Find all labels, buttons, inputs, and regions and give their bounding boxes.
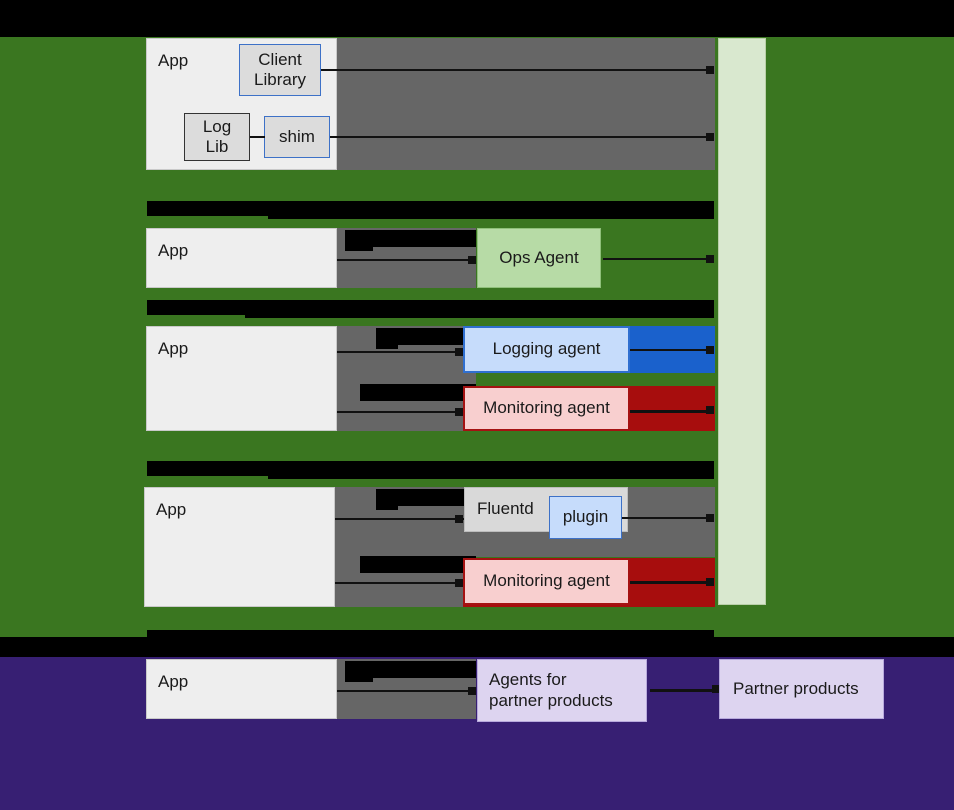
row3-app-label: App: [158, 339, 189, 358]
client-library-box[interactable]: Client Library: [239, 44, 321, 96]
redaction-label-ops-pipe: [345, 230, 476, 247]
arrowhead-shim-out: [706, 133, 714, 141]
log-lib-box[interactable]: Log Lib: [184, 113, 250, 161]
arrowhead-logging-agent-out: [706, 346, 714, 354]
connector-client-library-out: [321, 69, 711, 71]
log-lib-label: Log Lib: [202, 116, 232, 156]
redaction-label-partner-pipe: [345, 661, 476, 678]
connector-loglib-shim: [250, 136, 265, 138]
plugin-box[interactable]: plugin: [549, 496, 622, 539]
connector-row3-monitoring-in: [337, 411, 469, 413]
row1-pipeline-block: [337, 38, 715, 170]
arrowhead-row4-monitoring-in: [455, 579, 463, 587]
monitoring-agent-label: Monitoring agent: [483, 398, 610, 418]
redaction-bar-section-2-lower: [268, 213, 714, 219]
arrowhead-row4-fluentd-in: [455, 515, 463, 523]
connector-ops-agent-out: [603, 258, 711, 260]
redaction-bar-section-3-upper: [147, 300, 714, 315]
arrowhead-monitoring-agent-out: [706, 406, 714, 414]
redaction-label-partner-pipe-tail: [345, 676, 373, 682]
ops-agent-box[interactable]: Ops Agent: [477, 228, 601, 288]
redaction-label-logging-pipe-tail: [376, 343, 398, 349]
redaction-label-fluentd-monitoring-pipe: [360, 556, 476, 573]
arrowhead-row4-monitoring-out: [706, 578, 714, 586]
connector-row5-app-out: [337, 690, 472, 692]
ops-agent-label: Ops Agent: [499, 247, 579, 267]
row2-app-label: App: [158, 241, 189, 260]
arrowhead-client-library-out: [706, 66, 714, 74]
top-black-band: [0, 0, 954, 37]
monitoring-agent-label-2: Monitoring agent: [483, 571, 610, 591]
redaction-label-fluentd-pipe-tail: [376, 504, 398, 510]
arrowhead-partner-agents-out: [712, 685, 720, 693]
row5-app-label: App: [158, 672, 189, 691]
monitoring-agent-box-2[interactable]: Monitoring agent: [463, 558, 630, 605]
row5-app-box: App: [146, 659, 337, 719]
connector-monitoring-agent-out: [630, 410, 711, 413]
connector-row4-monitoring-in: [335, 582, 467, 584]
arrowhead-ops-agent-out: [706, 255, 714, 263]
connector-row3-logging-in: [337, 351, 469, 353]
arrowhead-row5-app-out: [468, 687, 476, 695]
redaction-bar-section-4-upper: [147, 461, 714, 476]
logging-agent-label: Logging agent: [492, 339, 601, 359]
connector-row4-monitoring-out: [630, 581, 711, 584]
connector-partner-agents-out: [650, 689, 718, 692]
connector-row2-app-out: [337, 259, 472, 261]
redaction-bar-section-4-lower: [268, 473, 714, 479]
partner-agents-box[interactable]: Agents for partner products: [477, 659, 647, 722]
redaction-bar-section-2-upper: [147, 201, 714, 216]
destination-panel: [718, 38, 766, 605]
row1-app-label: App: [158, 51, 189, 70]
redaction-label-ops-pipe-tail: [345, 245, 373, 251]
row2-app-box: App: [146, 228, 337, 288]
row4-app-box: App: [144, 487, 335, 607]
arrowhead-row2-app-out: [468, 256, 476, 264]
client-library-label: Client Library: [254, 49, 306, 89]
partner-products-label: Partner products: [733, 678, 859, 698]
fluentd-label: Fluentd: [477, 499, 534, 519]
shim-box[interactable]: shim: [264, 116, 330, 158]
logging-agent-box[interactable]: Logging agent: [463, 326, 630, 373]
connector-row4-fluentd-in: [335, 518, 467, 520]
row3-app-box: App: [146, 326, 337, 431]
arrowhead-row3-logging-in: [455, 348, 463, 356]
redaction-bar-section-5: [147, 630, 714, 644]
plugin-label: plugin: [562, 507, 609, 527]
redaction-label-logging-pipe: [376, 328, 476, 345]
monitoring-agent-box[interactable]: Monitoring agent: [463, 386, 630, 431]
shim-label: shim: [279, 126, 315, 146]
connector-plugin-out: [622, 517, 711, 519]
connector-shim-out: [330, 136, 711, 138]
connector-logging-agent-out: [630, 349, 711, 351]
redaction-label-fluentd-pipe: [376, 489, 476, 506]
partner-agents-label: Agents for partner products: [489, 670, 613, 710]
redaction-label-monitoring-pipe: [360, 384, 476, 401]
row4-app-label: App: [156, 500, 187, 519]
arrowhead-plugin-out: [706, 514, 714, 522]
arrowhead-row3-monitoring-in: [455, 408, 463, 416]
redaction-bar-section-3-lower: [245, 312, 714, 318]
monitoring-destination-block: [630, 386, 715, 431]
partner-products-box[interactable]: Partner products: [719, 659, 884, 719]
